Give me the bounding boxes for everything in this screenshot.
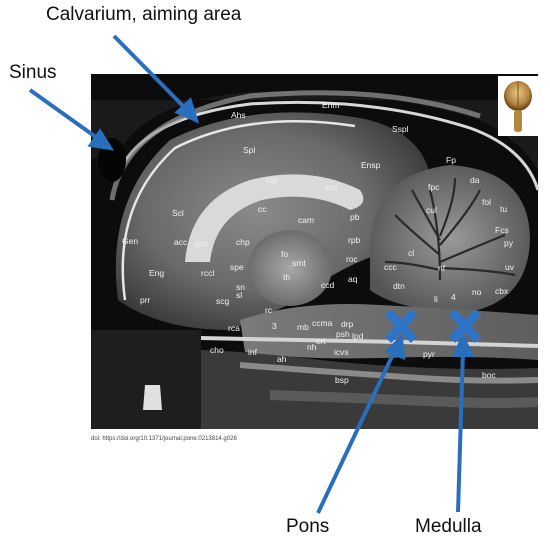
label-eng: Eng	[149, 268, 164, 278]
label-bsp: bsp	[335, 375, 349, 385]
label-chp: chp	[236, 237, 250, 247]
label-prr: prr	[140, 295, 151, 305]
label-scl: Scl	[172, 208, 184, 218]
label-cig: cig	[266, 175, 277, 185]
sinus-arrow	[28, 88, 102, 142]
label-cul: cul	[426, 205, 437, 215]
label-spe: spe	[230, 262, 244, 272]
label-pyr: pyr	[423, 349, 435, 359]
label-cc: cc	[258, 204, 267, 214]
label-cbx: cbx	[495, 286, 509, 296]
label-gcc: gcc	[195, 238, 209, 248]
x-marker-icon	[384, 308, 482, 344]
label-lpd: lpd	[352, 331, 364, 341]
label-rc: rc	[265, 305, 273, 315]
label-roc: roc	[346, 254, 359, 264]
calvarium-arrow	[112, 34, 189, 112]
label-ccma: ccma	[312, 318, 333, 328]
label-scc: scc	[325, 182, 339, 192]
callout-arrows	[28, 34, 475, 514]
label-psh: psh	[336, 329, 350, 339]
label-gen: Gen	[122, 236, 138, 246]
medulla-caption: Medulla	[415, 516, 482, 537]
label-boc: boc	[482, 370, 496, 380]
pons-arrow	[316, 349, 397, 514]
label-mb: mb	[297, 322, 309, 332]
label-ccd: ccd	[321, 280, 335, 290]
figure-credit: doi: https://doi.org/10.1371/journal.pon…	[91, 436, 237, 442]
label-rca: rca	[228, 323, 240, 333]
brain-thumbnail-icon	[498, 76, 538, 136]
label-3: 3	[272, 321, 277, 331]
label-ensp: Ensp	[361, 160, 381, 170]
medulla-arrow	[456, 349, 465, 513]
calvarium-caption: Calvarium, aiming area	[46, 4, 242, 25]
label-cl: cl	[408, 248, 414, 258]
label-spl: Spl	[243, 145, 255, 155]
label-rccl: rccl	[201, 268, 214, 278]
label-scg: scg	[216, 296, 230, 306]
sinus-caption: Sinus	[9, 62, 57, 83]
label-uv: uv	[505, 262, 515, 272]
label-nh: nh	[307, 342, 317, 352]
label-drp: drp	[341, 319, 354, 329]
label-aq: aq	[348, 274, 358, 284]
label-ah: ah	[277, 354, 287, 364]
label-fpc: fpc	[428, 182, 440, 192]
label-inf: inf	[248, 347, 258, 357]
label-acc: acc	[174, 237, 188, 247]
label-da: da	[470, 175, 480, 185]
mri-scan	[91, 74, 540, 429]
label-ahs: Ahs	[231, 110, 246, 120]
label-fo: fo	[281, 249, 288, 259]
label-dtn: dtn	[393, 281, 405, 291]
label-pb: pb	[350, 212, 360, 222]
pons-caption: Pons	[286, 516, 330, 537]
label-icvs: icvs	[334, 347, 349, 357]
label-fol: fol	[482, 197, 491, 207]
label-li: li	[434, 294, 438, 304]
label-no: no	[472, 287, 482, 297]
label-ccc: ccc	[384, 262, 398, 272]
label-py: py	[504, 238, 514, 248]
label-4: 4	[451, 292, 456, 302]
label-fcs: Fcs	[495, 225, 509, 235]
label-nf: nf	[438, 263, 446, 273]
label-sspl: Sspl	[392, 124, 409, 134]
label-enm: Enm	[322, 100, 339, 110]
label-sl: sl	[236, 290, 242, 300]
label-tu: tu	[500, 204, 507, 214]
label-rpb: rpb	[348, 235, 361, 245]
label-fp: Fp	[446, 155, 456, 165]
label-cam: cam	[298, 215, 314, 225]
label-smt: smt	[292, 258, 306, 268]
label-sn: sn	[236, 282, 245, 292]
label-th: th	[283, 272, 290, 282]
label-cho: cho	[210, 345, 224, 355]
label-crt: crt	[316, 336, 326, 346]
